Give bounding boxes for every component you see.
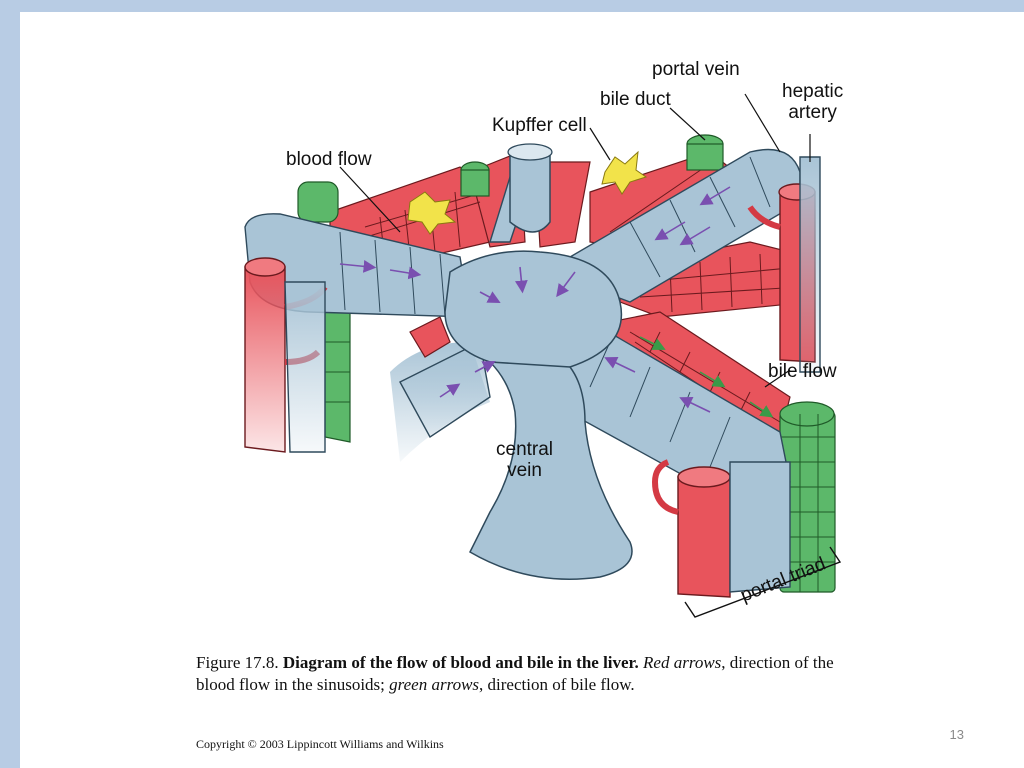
liver-lobule-illustration [244, 93, 842, 618]
kupffer-cells [407, 150, 648, 235]
label-bile-flow: bile flow [768, 361, 837, 382]
blood-flow-arrows [339, 186, 731, 413]
label-kupffer-cell: Kupffer cell [492, 115, 587, 136]
leader-lines [339, 93, 811, 388]
copyright-notice: Copyright © 2003 Lippincott Williams and… [196, 737, 444, 751]
label-portal-vein: portal vein [652, 59, 740, 80]
caption-title: Diagram of the flow of blood and bile in… [282, 653, 639, 672]
portal-triad-bracket [684, 546, 842, 618]
portal-vein-branches [284, 156, 821, 593]
central-vein [444, 143, 633, 580]
caption-red-desc: , direction of the blood flow in the sin… [196, 653, 834, 695]
liver-lobule-diagram: portal vein bile duct hepatic artery Kup… [190, 42, 880, 652]
slide: portal vein bile duct hepatic artery Kup… [20, 12, 1024, 768]
caption-red-arrows: Red arrows [643, 653, 722, 672]
bile-duct-cell-lines [325, 341, 835, 592]
bile-flow-arrows [639, 336, 774, 418]
caption-figure-number: Figure 17.8. [196, 653, 279, 672]
sinusoid-segments [339, 156, 771, 468]
figure-caption: Figure 17.8. Diagram of the flow of bloo… [196, 652, 846, 696]
bile-ducts [297, 134, 836, 593]
label-hepatic-artery: hepatic artery [782, 81, 844, 123]
caption-green-arrows: green arrows [389, 675, 480, 695]
page-number: 13 [949, 727, 964, 742]
label-blood-flow: blood flow [286, 149, 372, 170]
label-central-vein: central vein [496, 439, 554, 481]
label-bile-duct: bile duct [600, 89, 671, 110]
caption-green-desc: , direction of bile flow. [479, 675, 635, 695]
